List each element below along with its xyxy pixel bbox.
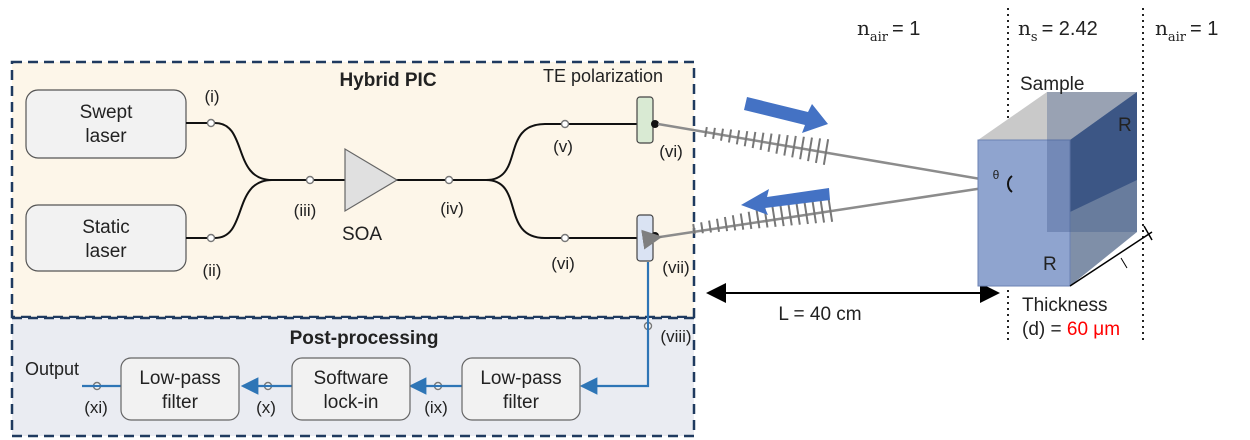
- wavefront-tick: [814, 138, 822, 164]
- sample-label: Sample: [1020, 74, 1084, 95]
- wavefront-tick: [720, 128, 724, 141]
- point-iv-label: (iv): [440, 199, 464, 218]
- probe-points: [92, 118, 653, 391]
- wavefront-tick: [747, 211, 753, 230]
- lowpass-right-label-1: Low-pass: [480, 368, 561, 389]
- thickness-value-line: (d) = 60 μm: [1022, 319, 1120, 340]
- te-polarization-label: TE polarization: [543, 66, 663, 86]
- static-laser-block: Static laser: [25, 204, 187, 272]
- wavefront-tick: [735, 130, 741, 145]
- lockin-label-2: lock-in: [324, 392, 379, 413]
- wavefront-tick: [716, 218, 720, 232]
- point-xi-label: (xi): [84, 398, 108, 417]
- wavefront-tick: [727, 129, 733, 143]
- wavefront-tick: [799, 136, 805, 160]
- wavefront-tick: [712, 127, 716, 139]
- wavefront-tick: [803, 199, 809, 225]
- swept-laser-label-2: laser: [85, 126, 127, 147]
- wavefront-tick: [723, 216, 729, 232]
- hybrid-pic-title: Hybrid PIC: [339, 70, 436, 91]
- wavefront-tick: [783, 134, 789, 156]
- forward-arrow: [744, 97, 828, 133]
- post-processing-title: Post-processing: [290, 328, 439, 349]
- n-air-right: nair= 1: [1155, 16, 1218, 45]
- wavefront-tick: [743, 130, 749, 147]
- point-vii-label: (vii): [662, 258, 689, 277]
- lockin-label-1: Software: [314, 368, 389, 389]
- wavefront-tick: [795, 201, 801, 225]
- wavefront-tick: [751, 131, 757, 149]
- wavefront-tick: [822, 139, 830, 165]
- wavefront-tick: [739, 213, 745, 230]
- static-laser-label-2: laser: [85, 241, 127, 262]
- wavefront-tick: [807, 137, 813, 162]
- return-arrow: [741, 188, 830, 215]
- wavefront-tick: [771, 206, 777, 227]
- point-vi-top-label: (vi): [659, 142, 683, 161]
- wavefront-tick: [755, 209, 761, 229]
- free-space-beams: [641, 122, 1011, 250]
- wavefront-tick: [779, 204, 785, 227]
- output-label: Output: [25, 359, 79, 379]
- wavefront-tick: [708, 220, 712, 233]
- soa-label: SOA: [342, 224, 382, 245]
- n-sample: ns= 2.42: [1018, 16, 1098, 45]
- lowpass-left-label-2: filter: [162, 392, 199, 413]
- wavefront-tick: [704, 126, 708, 138]
- lowpass-filter-right: Low-pass filter: [461, 357, 581, 421]
- point-labels: (i) (ii) (iii) (iv) (v) (vi) (vi) (vii) …: [84, 87, 691, 417]
- grating-coupler-tx: [636, 96, 659, 144]
- n-air-left: nair= 1: [857, 16, 920, 45]
- angle-theta-label: θ: [993, 168, 1000, 182]
- wavefront-tick: [787, 202, 793, 226]
- point-v-label: (v): [553, 137, 573, 156]
- thickness-value: 60 μm: [1067, 319, 1120, 340]
- thickness-prefix: (d) =: [1022, 319, 1067, 340]
- sample-cube: θ Sample R R: [977, 74, 1153, 287]
- wavefront-tick: [731, 215, 737, 231]
- soa-amplifier: SOA: [342, 147, 399, 245]
- point-iii-label: (iii): [294, 201, 317, 220]
- wavefront-tick: [700, 222, 704, 234]
- software-lockin: Software lock-in: [291, 357, 411, 421]
- wavefront-tick: [692, 223, 696, 235]
- wavefront-tick: [767, 133, 773, 152]
- point-x-label: (x): [256, 398, 276, 417]
- point-viii-label: (viii): [660, 327, 691, 346]
- distance-indicator: L = 40 cm: [706, 283, 1000, 325]
- wavefront-tick: [791, 135, 797, 158]
- reflection-bottom-label: R: [1043, 254, 1057, 275]
- lowpass-left-label-1: Low-pass: [139, 368, 220, 389]
- signal-path: [82, 262, 650, 395]
- point-vi-bottom-label: (vi): [551, 254, 575, 273]
- thickness-label: Thickness: [1022, 295, 1108, 316]
- reflection-top-label: R: [1118, 115, 1132, 136]
- wavefront-tick: [759, 132, 765, 151]
- lowpass-right-label-2: filter: [503, 392, 540, 413]
- swept-laser-block: Swept laser: [25, 89, 187, 159]
- distance-label: L = 40 cm: [778, 304, 861, 325]
- waveguides: [186, 122, 638, 239]
- swept-laser-label-1: Swept: [80, 102, 134, 123]
- lowpass-filter-left: Low-pass filter: [120, 357, 240, 421]
- point-ix-label: (ix): [424, 398, 448, 417]
- static-laser-label-1: Static: [82, 217, 130, 238]
- point-ii-label: (ii): [203, 261, 222, 280]
- wavefront-tick: [775, 134, 781, 154]
- point-i-label: (i): [204, 87, 219, 106]
